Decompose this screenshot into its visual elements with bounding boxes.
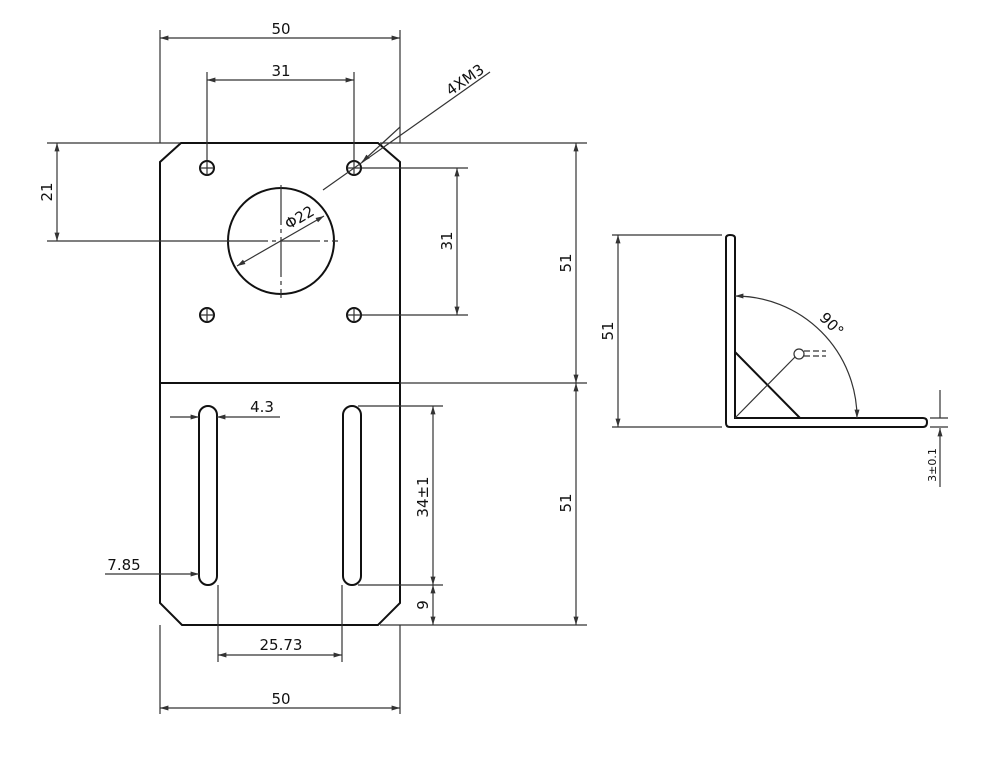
weld-leader bbox=[734, 356, 796, 419]
dim-side-height: 51 bbox=[599, 321, 617, 340]
mounting-hole bbox=[346, 307, 362, 323]
bracket-profile bbox=[725, 233, 929, 428]
side-view: 90° 51 3±0.1 bbox=[599, 233, 948, 487]
dim-angle: 90° bbox=[816, 309, 848, 341]
dim-height-upper: 51 bbox=[557, 253, 575, 272]
dim-hole-spacing-h: 31 bbox=[271, 62, 290, 80]
dim-slot-edge-offset: 7.85 bbox=[107, 556, 140, 574]
dim-width-top: 50 bbox=[271, 20, 290, 38]
dimensions: 50 31 4XM3 21 31 51 51 34±1 9 4.3 7.85 2… bbox=[38, 20, 587, 714]
dim-slot-length: 34±1 bbox=[414, 476, 432, 517]
mounting-hole bbox=[199, 160, 215, 176]
angle-arc bbox=[734, 293, 860, 419]
dim-slot-bottom-offset: 9 bbox=[414, 600, 432, 610]
dim-thickness: 3±0.1 bbox=[926, 448, 939, 482]
dim-height-lower: 51 bbox=[557, 493, 575, 512]
dim-slot-width: 4.3 bbox=[250, 398, 274, 416]
dim-width-bottom: 50 bbox=[271, 690, 290, 708]
dim-slot-spacing: 25.73 bbox=[260, 636, 303, 654]
mounting-hole bbox=[199, 307, 215, 323]
slot-left bbox=[198, 405, 218, 586]
slot-right bbox=[342, 405, 362, 586]
weld-symbol bbox=[793, 348, 805, 360]
dim-hole-offset: 21 bbox=[38, 182, 56, 201]
mounting-holes bbox=[199, 160, 362, 323]
dim-hole-spacing-v: 31 bbox=[438, 231, 456, 250]
bore-diameter-label: Φ22 bbox=[282, 202, 318, 233]
hole-callout: 4XM3 bbox=[443, 60, 488, 99]
front-view: Φ22 bbox=[159, 142, 401, 626]
plate-outline bbox=[159, 142, 401, 626]
bore-diameter-leader bbox=[236, 215, 325, 267]
